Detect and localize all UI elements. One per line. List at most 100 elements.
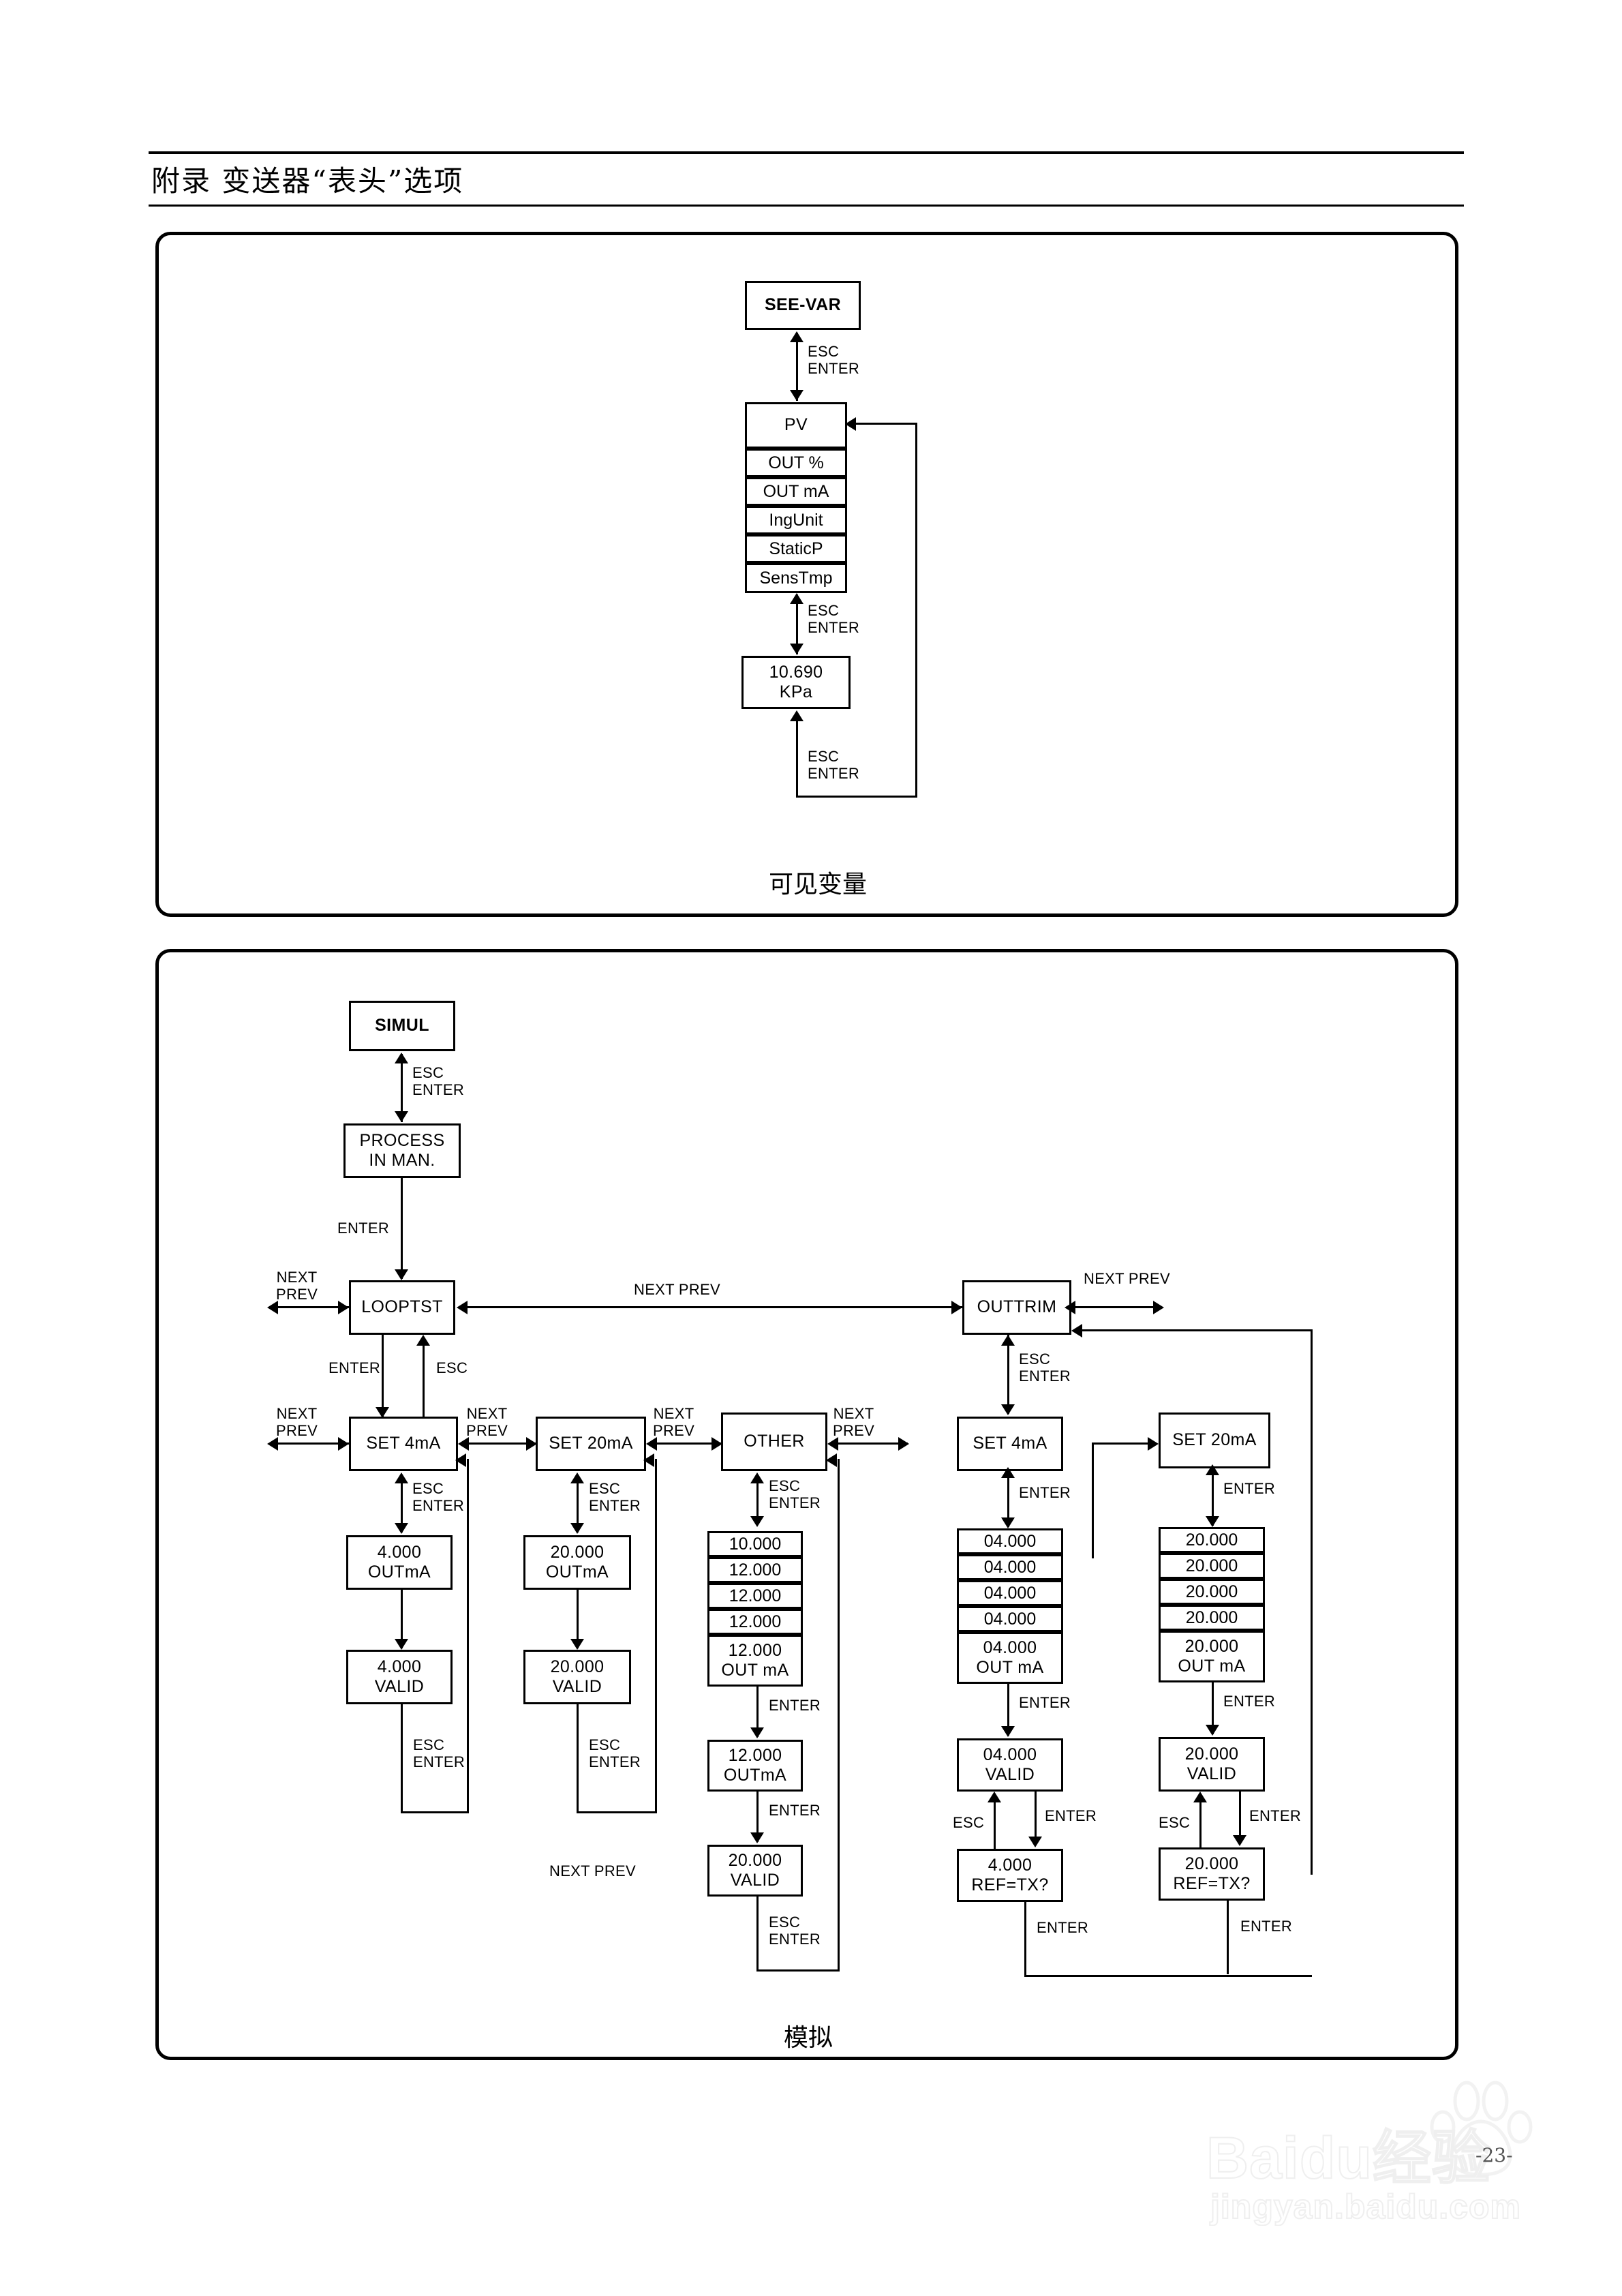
edge-set4ma-left-arrow-left (267, 1437, 278, 1451)
edge-label-esc: ESC (953, 1814, 985, 1831)
stackrow-outtrim4ma-2[interactable]: 04.000 (957, 1554, 1063, 1580)
stackrow-other-4[interactable]: 12.000 (707, 1609, 803, 1635)
edge-label-enter: ENTER (328, 1359, 381, 1376)
stackrow-label: 20.000 (1185, 1556, 1238, 1575)
node-outtrim4ma-valid-label: VALID (985, 1765, 1035, 1784)
edge-label-enter: ENTER (1045, 1807, 1097, 1824)
baidu-watermark: Baidu经验 jingyan.baidu.com (1206, 2072, 1615, 2250)
edge-label-seevar-pv: ESC ENTER (808, 343, 859, 377)
node-outtrim20ma-ref[interactable]: 20.000 REF=TX? (1159, 1847, 1265, 1901)
stackrow-outtrim20ma-2[interactable]: 20.000 (1159, 1553, 1265, 1579)
node-other-valid[interactable]: 20.000 VALID (707, 1845, 803, 1897)
node-see-var[interactable]: SEE-VAR (745, 281, 861, 330)
stackrow-label: OUT mA (763, 481, 829, 501)
stackrow-label: 20.000 (1185, 1530, 1238, 1550)
node-outtrim-label: OUTTRIM (977, 1297, 1057, 1317)
node-see-var-label: SEE-VAR (764, 295, 842, 315)
stackrow-other-2[interactable]: 12.000 (707, 1557, 803, 1583)
stackrow-outtrim4ma-1[interactable]: 04.000 (957, 1528, 1063, 1554)
node-pv-label: PV (784, 415, 808, 435)
edge-outtrim20ma-enter1-arrow-up (1206, 1464, 1219, 1475)
node-outtrim-set-20ma[interactable]: SET 20mA (1159, 1413, 1270, 1468)
stackrow-other-3[interactable]: 12.000 (707, 1583, 803, 1609)
node-looptst-20ma-valid[interactable]: 20.000 VALID (523, 1650, 631, 1704)
edge-label-other-right: NEXT PREV (833, 1405, 874, 1439)
edge-label-esc: ESC (412, 1064, 444, 1081)
node-other-out-value: 12.000 (728, 1745, 782, 1765)
node-looptst-set-20ma[interactable]: SET 20mA (536, 1417, 646, 1471)
edge-outtrim-arrow-up (1001, 1335, 1015, 1346)
edge-other-return-vline-left (756, 1897, 759, 1972)
stackrow-outtrim20ma-5[interactable]: 20.000 OUT mA (1159, 1631, 1265, 1682)
edge-label-outtrim20ma-enter3: ENTER (1249, 1807, 1301, 1825)
node-4ma-valid-label: VALID (374, 1677, 425, 1696)
node-outtrim20ma-valid-value: 20.000 (1184, 1744, 1239, 1764)
edge-label-set4ma-left: NEXT PREV (276, 1405, 318, 1439)
node-looptst-other[interactable]: OTHER (721, 1413, 827, 1471)
edge-set20ma-down-line (577, 1477, 579, 1532)
watermark-sub-text: jingyan.baidu.com (1210, 2187, 1521, 2226)
node-outtrim20ma-valid[interactable]: 20.000 VALID (1159, 1737, 1265, 1792)
edge-4ma-return-arrow (455, 1453, 466, 1467)
edge-label-esc: ESC (769, 1914, 801, 1931)
node-process-in-man[interactable]: PROCESS IN MAN. (343, 1123, 461, 1178)
stackrow-label: 04.000 (983, 1609, 1037, 1629)
stackrow-outtrim4ma-5[interactable]: 04.000 OUT mA (957, 1632, 1063, 1684)
edge-list-reading-arrow-up (790, 593, 804, 604)
stackrow-static-p[interactable]: StaticP (745, 534, 847, 563)
node-looptst-4ma-valid[interactable]: 4.000 VALID (346, 1650, 453, 1704)
edge-simul-process-arrow-down (395, 1111, 408, 1122)
edge-looptst-enter-line (382, 1335, 384, 1417)
node-outtrim[interactable]: OUTTRIM (962, 1280, 1071, 1335)
stackrow-outtrim4ma-3[interactable]: 04.000 (957, 1580, 1063, 1606)
edge-label-enter: ENTER (1019, 1694, 1071, 1711)
edge-label-process-looptst: ENTER (337, 1220, 389, 1237)
edge-outtrim-return-hline (1082, 1329, 1313, 1331)
node-outtrim20ma-valid-label: VALID (1187, 1764, 1237, 1783)
edge-label-4ma-20ma: NEXT PREV (466, 1405, 508, 1439)
edge-label-next: NEXT (833, 1405, 874, 1422)
node-pv[interactable]: PV (745, 402, 847, 449)
node-outtrim-set-4ma[interactable]: SET 4mA (957, 1417, 1063, 1471)
stackrow-out-percent[interactable]: OUT % (745, 449, 847, 477)
node-outtrim-set-20ma-label: SET 20mA (1172, 1430, 1257, 1450)
node-reading[interactable]: 10.690 KPa (741, 656, 851, 709)
stackrow-other-1[interactable]: 10.000 (707, 1531, 803, 1557)
stackrow-sens-tmp[interactable]: SensTmp (745, 563, 847, 593)
node-outtrim4ma-ref[interactable]: 4.000 REF=TX? (957, 1849, 1063, 1902)
edge-label-next: NEXT (276, 1269, 318, 1286)
edge-outtrim4ma-esc-arrow (988, 1792, 1001, 1802)
edge-20ma-return-hline (577, 1811, 657, 1813)
stackrow-other-5[interactable]: 12.000 OUT mA (707, 1635, 803, 1687)
edge-outtrim4ma-enter3-arrow (1028, 1837, 1042, 1847)
stackrow-outtrim20ma-3[interactable]: 20.000 (1159, 1579, 1265, 1605)
edge-label-list-reading: ESC ENTER (808, 602, 859, 636)
node-simul[interactable]: SIMUL (349, 1001, 455, 1051)
edge-20ma-out-valid-line (577, 1590, 579, 1648)
node-looptst[interactable]: LOOPTST (349, 1280, 455, 1335)
node-outtrim-set-4ma-label: SET 4mA (973, 1434, 1047, 1453)
node-outtrim4ma-valid[interactable]: 04.000 VALID (957, 1738, 1063, 1792)
edge-looptst-esc-line (423, 1344, 425, 1423)
node-reading-value: 10.690 (769, 662, 823, 682)
stackrow-outtrim4ma-4[interactable]: 04.000 (957, 1606, 1063, 1632)
page-number: -23- (1475, 2144, 1513, 2166)
edge-20ma-other-line (656, 1442, 721, 1445)
edge-outtrim20ma-feed-hline (1092, 1442, 1149, 1445)
edge-label-next-prev: NEXT PREV (549, 1862, 636, 1879)
node-looptst-set-4ma[interactable]: SET 4mA (349, 1417, 458, 1471)
node-looptst-4ma-out[interactable]: 4.000 OUTmA (346, 1535, 453, 1590)
edge-label-esc: ESC (1159, 1814, 1191, 1831)
stackrow-outtrim20ma-1[interactable]: 20.000 (1159, 1527, 1265, 1553)
stackrow-ing-unit[interactable]: IngUnit (745, 506, 847, 534)
edge-other-enter2-line (756, 1792, 759, 1842)
edge-looptst-outtrim-arrow-left (457, 1301, 468, 1314)
stackrow-outtrim20ma-4[interactable]: 20.000 (1159, 1605, 1265, 1631)
edge-outtrim4ma-enter1-line (1007, 1471, 1009, 1527)
edge-looptst-left-line (277, 1306, 349, 1308)
caption-simul: 模拟 (784, 2024, 833, 2052)
edge-other-enter2-arrow (750, 1832, 764, 1843)
node-looptst-20ma-out[interactable]: 20.000 OUTmA (523, 1535, 631, 1590)
stackrow-out-ma[interactable]: OUT mA (745, 477, 847, 506)
node-other-out[interactable]: 12.000 OUTmA (707, 1740, 803, 1792)
